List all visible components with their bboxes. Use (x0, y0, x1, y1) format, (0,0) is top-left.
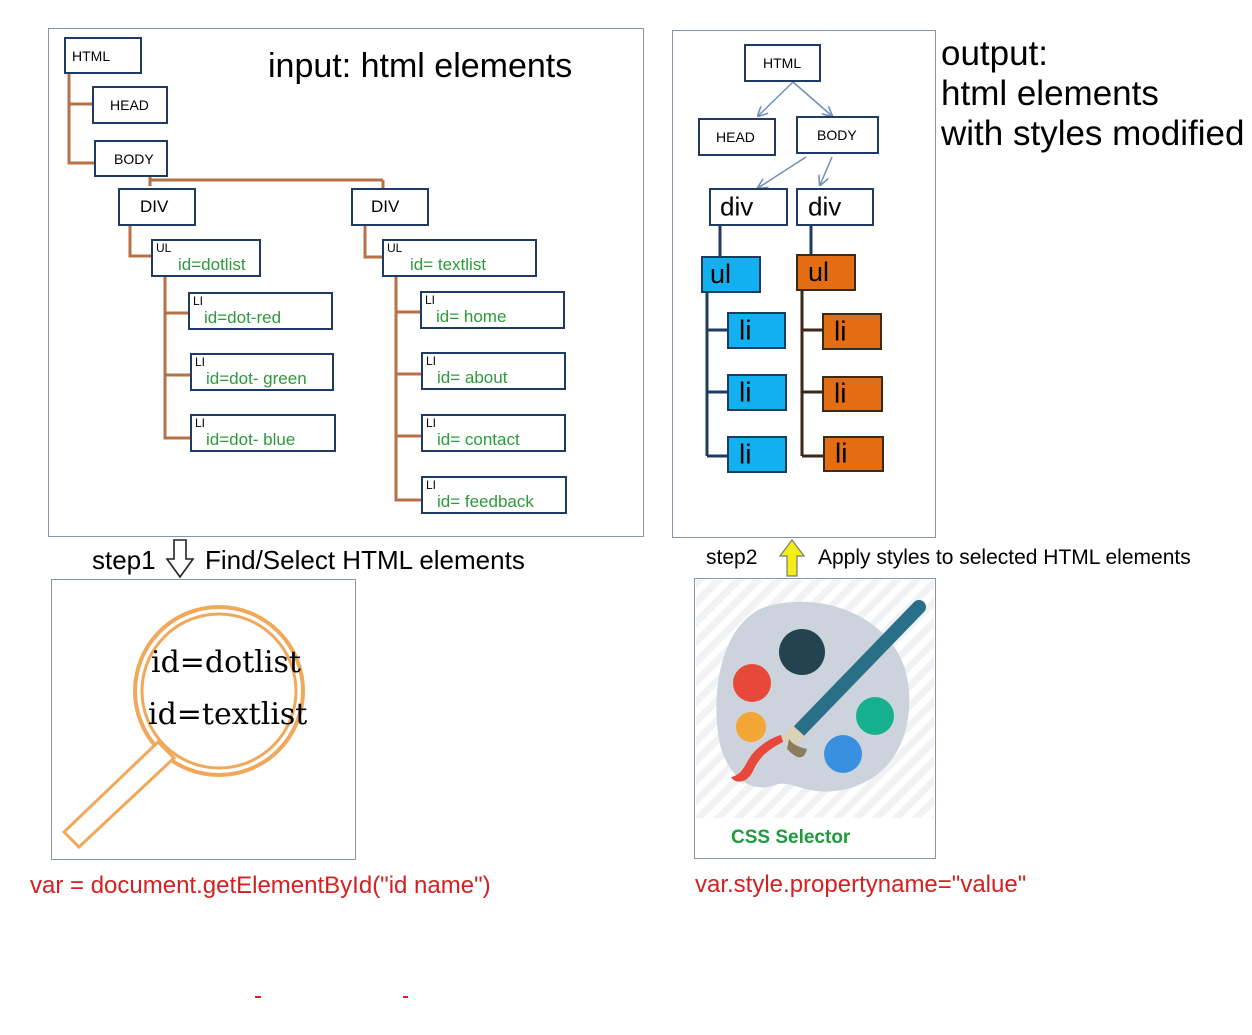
output-title-line2: html elements (941, 74, 1159, 113)
palette-swatch-dark (779, 629, 825, 675)
li-node-dot-green: LI id=dot- green (190, 353, 334, 391)
li-node-home: LI id= home (420, 291, 565, 329)
out-ul-node-right: ul (796, 254, 856, 291)
li-node-contact: LI id= contact (421, 414, 566, 452)
out-ul-node-left: ul (701, 256, 761, 293)
out-li-left-3: li (727, 436, 787, 473)
step2-text: Apply styles to selected HTML elements (818, 546, 1191, 569)
up-arrow-icon (778, 539, 806, 577)
magnifier-icon (61, 605, 305, 850)
down-arrow-icon (165, 539, 195, 579)
li-node-about: LI id= about (421, 352, 566, 390)
css-selector-caption: CSS Selector (731, 827, 851, 848)
output-title-line1: output: (941, 34, 1049, 73)
palette-swatch-red (733, 664, 771, 702)
li-node-dot-red: LI id=dot-red (188, 292, 333, 330)
head-node: HEAD (92, 86, 168, 124)
step1-text: Find/Select HTML elements (205, 545, 525, 575)
out-li-right-3: li (823, 436, 884, 472)
step2-label: step2 (706, 546, 758, 569)
palette-swatch-orange (736, 712, 766, 742)
out-body-node: BODY (796, 116, 879, 154)
out-li-left-1: li (727, 312, 786, 349)
out-div-node-right: div (796, 188, 874, 226)
ul-node-dotlist: UL id=dotlist (151, 239, 261, 277)
cropped-mark-2 (403, 996, 408, 998)
li-node-feedback: LI id= feedback (421, 476, 567, 514)
lens-text-dotlist: id=dotlist (151, 645, 301, 680)
out-li-left-2: li (727, 374, 787, 411)
palette-swatch-teal (856, 697, 894, 735)
cropped-mark-1 (255, 996, 261, 998)
ul-node-textlist: UL id= textlist (382, 239, 537, 277)
html-node: HTML (64, 37, 142, 74)
div-node-left: DIV (118, 188, 196, 226)
out-div-node-left: div (709, 188, 788, 226)
input-title: input: html elements (268, 47, 573, 85)
out-li-right-2: li (822, 376, 883, 412)
step2-code: var.style.propertyname="value" (695, 871, 1027, 898)
out-li-right-1: li (822, 313, 882, 350)
lens-text-textlist: id=textlist (148, 697, 308, 732)
output-title-line3: with styles modified (941, 114, 1245, 153)
out-html-node: HTML (744, 44, 821, 82)
li-node-dot-blue: LI id=dot- blue (190, 414, 336, 452)
out-head-node: HEAD (698, 118, 776, 156)
palette-swatch-blue (824, 735, 862, 773)
div-node-right: DIV (351, 188, 429, 226)
step1-code: var = document.getElementById("id name") (30, 872, 491, 899)
palette-icon (696, 580, 934, 818)
body-node: BODY (94, 140, 168, 177)
step1-label: step1 (92, 545, 156, 575)
